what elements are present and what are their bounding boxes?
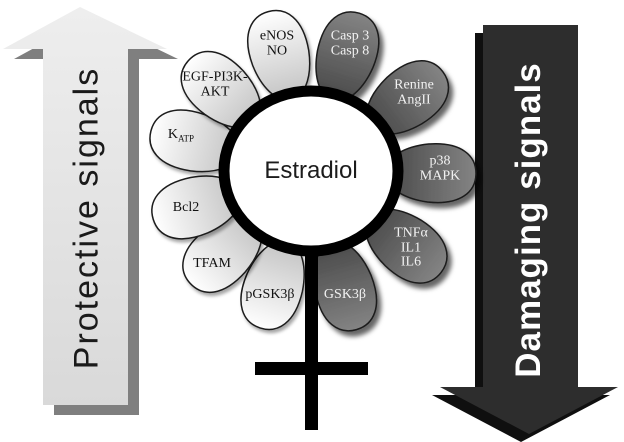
protective-signals-label: Protective signals (67, 66, 106, 370)
damaging-signals-label: Damaging signals (509, 62, 548, 378)
petal-label-pgsk3b: pGSK3β (245, 286, 295, 302)
female-symbol-stem (305, 248, 318, 430)
protective-arrow-shape (3, 7, 167, 405)
katp-main-text: K (167, 126, 179, 142)
petal-label-bcl2: Bcl2 (172, 199, 200, 215)
katp-sub-text: ATP (178, 133, 195, 144)
estradiol-label: Estradiol (264, 157, 358, 184)
female-symbol (255, 248, 368, 430)
damaging-arrow-shape (440, 25, 618, 434)
female-symbol-crossbar (255, 362, 368, 375)
petal-label-egf-pi3k-akt: EGF-PI3K-AKT (182, 69, 248, 99)
petal-label-tfam: TFAM (193, 255, 231, 271)
petal-label-gsk3b: GSK3β (323, 286, 367, 302)
petal-label-katp: KATP (167, 126, 195, 146)
